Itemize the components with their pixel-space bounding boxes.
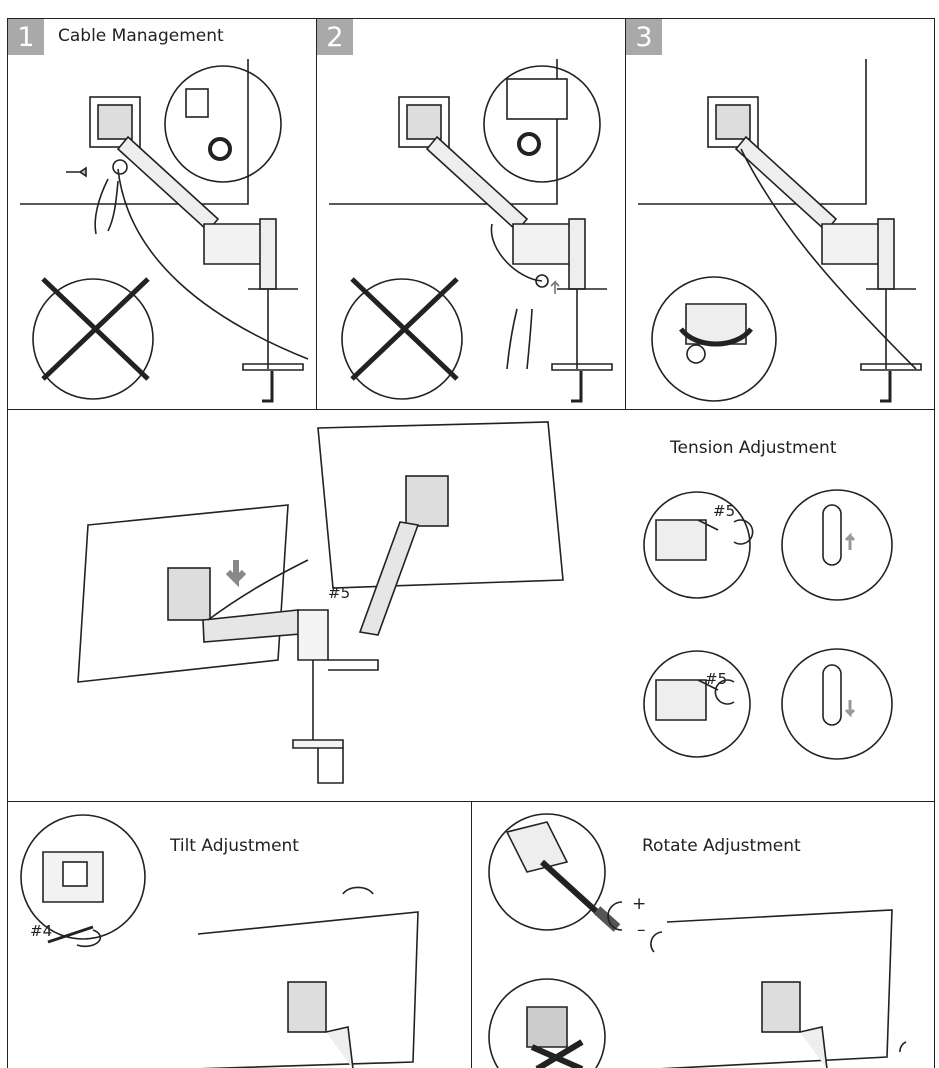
plus-label: + bbox=[632, 894, 647, 914]
step-1-panel: 1 Cable Management bbox=[7, 18, 317, 410]
rotate-panel: Rotate Adjustment + – bbox=[471, 801, 935, 1068]
tilt-panel: Tilt Adjustment #4 bbox=[7, 801, 472, 1068]
minus-label: – bbox=[637, 920, 646, 940]
cable-management-heading: Cable Management bbox=[58, 26, 224, 46]
dual-monitor-illustration bbox=[77, 421, 893, 784]
step-3-illustration bbox=[638, 59, 922, 403]
tilt-illustration bbox=[20, 814, 419, 1068]
step-2-badge: 2 bbox=[317, 19, 353, 55]
step-3-panel: 3 bbox=[625, 18, 935, 410]
tension-adjustment-heading: Tension Adjustment bbox=[670, 438, 837, 458]
hex-5-label-tension-lower: #5 bbox=[705, 670, 728, 688]
hex-5-label-main: #5 bbox=[328, 584, 351, 602]
hex-4-label: #4 bbox=[30, 922, 53, 940]
step-2-illustration bbox=[329, 59, 613, 403]
step-2-panel: 2 bbox=[316, 18, 626, 410]
step-1-badge: 1 bbox=[8, 19, 44, 55]
hex-5-label-tension-upper: #5 bbox=[713, 502, 736, 520]
tilt-adjustment-heading: Tilt Adjustment bbox=[170, 836, 299, 856]
step-1-illustration bbox=[20, 59, 309, 403]
step-3-badge: 3 bbox=[626, 19, 662, 55]
tension-panel: Tension Adjustment #5 #5 #5 bbox=[7, 409, 935, 802]
rotate-illustration bbox=[488, 813, 907, 1068]
rotate-adjustment-heading: Rotate Adjustment bbox=[642, 836, 801, 856]
